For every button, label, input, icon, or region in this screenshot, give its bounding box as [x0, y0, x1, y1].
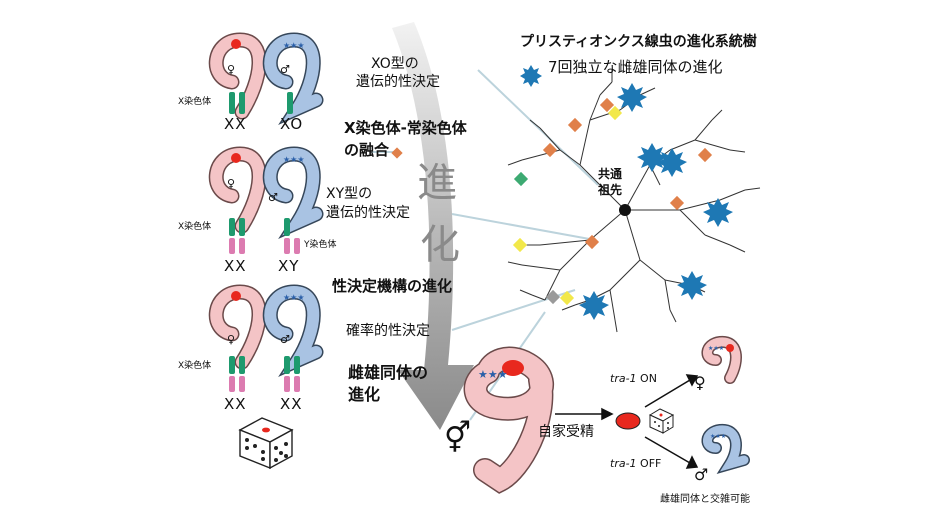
inset-caption: 雌雄同体と交雑可能 [660, 494, 750, 505]
tree-markers [512, 97, 713, 306]
inset-male-symbol: ♂ [694, 465, 709, 484]
tra1-gene-name-2: tra-1 [610, 457, 637, 470]
worm-female-stochastic [208, 284, 267, 370]
xo-female-symbol: ♀ [227, 63, 236, 76]
xo-genotype-male: XO [280, 115, 304, 133]
xo-genotype-female: XX [224, 115, 247, 133]
hermaphrodite-symbol: ⚥ [444, 421, 472, 456]
worm-male-stochastic: ★★★ [262, 284, 324, 378]
hermaphrodite-burst-icons [520, 65, 733, 320]
chromosomes-stochastic [229, 356, 300, 392]
die-icon [238, 417, 294, 470]
xy-y-chrom-label: Y染色体 [304, 240, 337, 250]
fusion-label-line1: X染色体-常染色体 [344, 119, 467, 137]
svg-text:★★★: ★★★ [478, 368, 508, 381]
on-label: ON [640, 372, 657, 385]
xy-female-symbol: ♀ [227, 177, 236, 190]
xy-mechanism-line2: 遺伝的性決定 [326, 205, 410, 221]
xo-chrom-label: X染色体 [178, 97, 212, 107]
svg-text:★★★: ★★★ [710, 433, 726, 440]
tree-title: プリスティオンクス線虫の進化系統樹 [520, 34, 757, 50]
stochastic-mechanism: 確率的性決定 [346, 323, 430, 339]
selfing-label: 自家受精 [538, 424, 594, 440]
stochastic-genotype-female: XX [224, 395, 247, 413]
xy-genotype-female: XX [224, 257, 247, 275]
branch-arrows [644, 374, 699, 469]
xy-chrom-label: X染色体 [178, 222, 212, 232]
xy-genotype-male: XY [278, 257, 300, 275]
hermaphrodite-evolution-line2: 進化 [348, 385, 381, 404]
chromosomes-xo [229, 92, 293, 114]
legend-text: 7回独立な雌雄同体の進化 [548, 58, 723, 76]
ancestor-label-line2: 祖先 [598, 183, 623, 197]
xo-male-symbol: ♂ [280, 63, 290, 76]
phylogenetic-tree [507, 70, 761, 333]
ancestor-label-line1: 共通 [598, 167, 623, 181]
svg-text:★★★: ★★★ [708, 345, 724, 352]
worm-female-xo [208, 32, 267, 120]
zygote-icon [615, 412, 641, 430]
tra1-on-label: tra-1 ON [610, 372, 657, 386]
selfing-arrow [555, 407, 614, 421]
tra1-gene-name: tra-1 [610, 372, 637, 385]
sex-mechanism-evolution-label: 性決定機構の進化 [332, 277, 453, 295]
stochastic-female-symbol: ♀ [227, 333, 236, 346]
stochastic-male-symbol: ♂ [280, 333, 290, 346]
evolution-arrow [392, 22, 474, 430]
xo-mechanism-line1: XO型の [371, 56, 419, 72]
hermaphrodite-evolution-line1: 雌雄同体の [348, 363, 429, 382]
xo-mechanism-line2: 遺伝的性決定 [356, 74, 440, 90]
worm-male-xy: ★★★ [262, 146, 324, 240]
worm-male-xo: ★★★ [262, 32, 324, 126]
evolution-char-2: 化 [420, 222, 460, 268]
inset-female-symbol: ♀ [694, 373, 706, 392]
small-die-icon [648, 408, 675, 434]
common-ancestor-node [619, 204, 631, 216]
xy-mechanism-line1: XY型の [326, 186, 373, 202]
worm-female-inset: ★★★ [701, 335, 742, 384]
svg-text:★★★: ★★★ [283, 41, 305, 50]
stochastic-chrom-label: X染色体 [178, 361, 212, 371]
stochastic-genotype-male: XX [280, 395, 303, 413]
evolution-char-1: 進 [417, 160, 457, 206]
worm-male-inset: ★★★ [701, 423, 750, 475]
worm-hermaphrodite-large: ★★★ [463, 346, 554, 494]
svg-text:★★★: ★★★ [283, 293, 305, 302]
off-label: OFF [640, 457, 662, 470]
xy-male-symbol: ♂ [268, 191, 278, 204]
fusion-marker-icon [391, 147, 403, 159]
chromosomes-xy [229, 218, 300, 254]
fusion-label-line2: の融合 [344, 141, 390, 159]
tra1-off-label: tra-1 OFF [610, 457, 662, 471]
svg-text:★★★: ★★★ [283, 155, 305, 164]
worm-female-xy [208, 146, 267, 234]
